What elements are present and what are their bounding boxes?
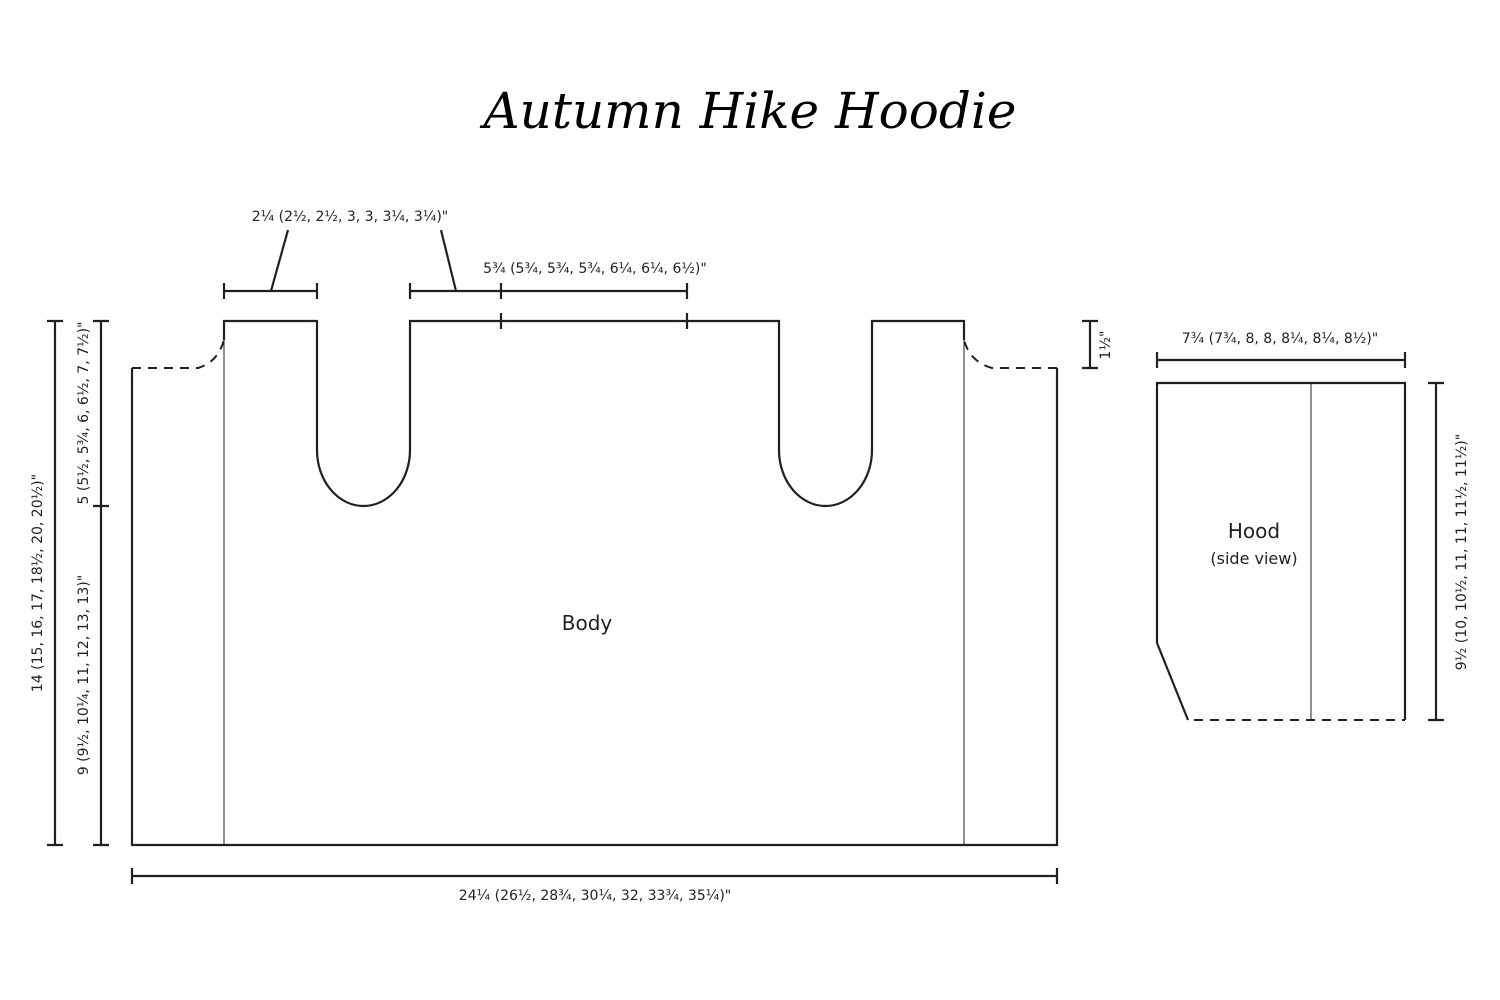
body-label: Body — [562, 611, 613, 635]
body-width-label: 24¼ (26½, 28¾, 30¼, 32, 33¾, 35¼)" — [459, 888, 731, 904]
body-length-label: 9 (9½, 10¼, 11, 12, 13, 13)" — [76, 575, 92, 775]
hood-label: Hood — [1228, 519, 1280, 543]
hood-width-label: 7¾ (7¾, 8, 8, 8¼, 8¼, 8½)" — [1182, 331, 1379, 347]
hood-width-dim: 7¾ (7¾, 8, 8, 8¼, 8¼, 8½)" — [1155, 331, 1407, 368]
shoulder-width-label: 2¼ (2½, 2½, 3, 3, 3¼, 3¼)" — [252, 209, 449, 225]
armhole-body-dim: 5 (5½, 5¾, 6, 6½, 7, 7½)" 9 (9½, 10¼, 11… — [76, 319, 109, 847]
neck-width-label: 5¾ (5¾, 5¾, 5¾, 6¼, 6¼, 6½)" — [483, 261, 707, 277]
diagram-title: Autumn Hike Hoodie — [480, 82, 1017, 140]
total-length-dim: 14 (15, 16, 17, 18½, 20, 20½)" — [30, 319, 63, 847]
hood-piece: Hood (side view) — [1155, 381, 1407, 721]
total-length-label: 14 (15, 16, 17, 18½, 20, 20½)" — [30, 474, 46, 692]
armhole-depth-label: 5 (5½, 5¾, 6, 6½, 7, 7½)" — [76, 322, 92, 505]
body-piece: Body — [130, 313, 1059, 847]
shoulder-drop-dim: 1½" — [1082, 319, 1114, 370]
shoulder-width-dim: 2¼ (2½, 2½, 3, 3, 3¼, 3¼)" — [222, 209, 458, 299]
hood-height-dim: 9½ (10, 10½, 11, 11, 11½, 11½)" — [1428, 381, 1470, 722]
neck-width-dim: 5¾ (5¾, 5¾, 5¾, 6¼, 6¼, 6½)" — [408, 261, 707, 299]
body-width-dim: 24¼ (26½, 28¾, 30¼, 32, 33¾, 35¼)" — [130, 868, 1059, 904]
hood-sublabel: (side view) — [1210, 549, 1297, 568]
shoulder-drop-label: 1½" — [1098, 331, 1114, 360]
hood-height-label: 9½ (10, 10½, 11, 11, 11½, 11½)" — [1454, 434, 1470, 670]
